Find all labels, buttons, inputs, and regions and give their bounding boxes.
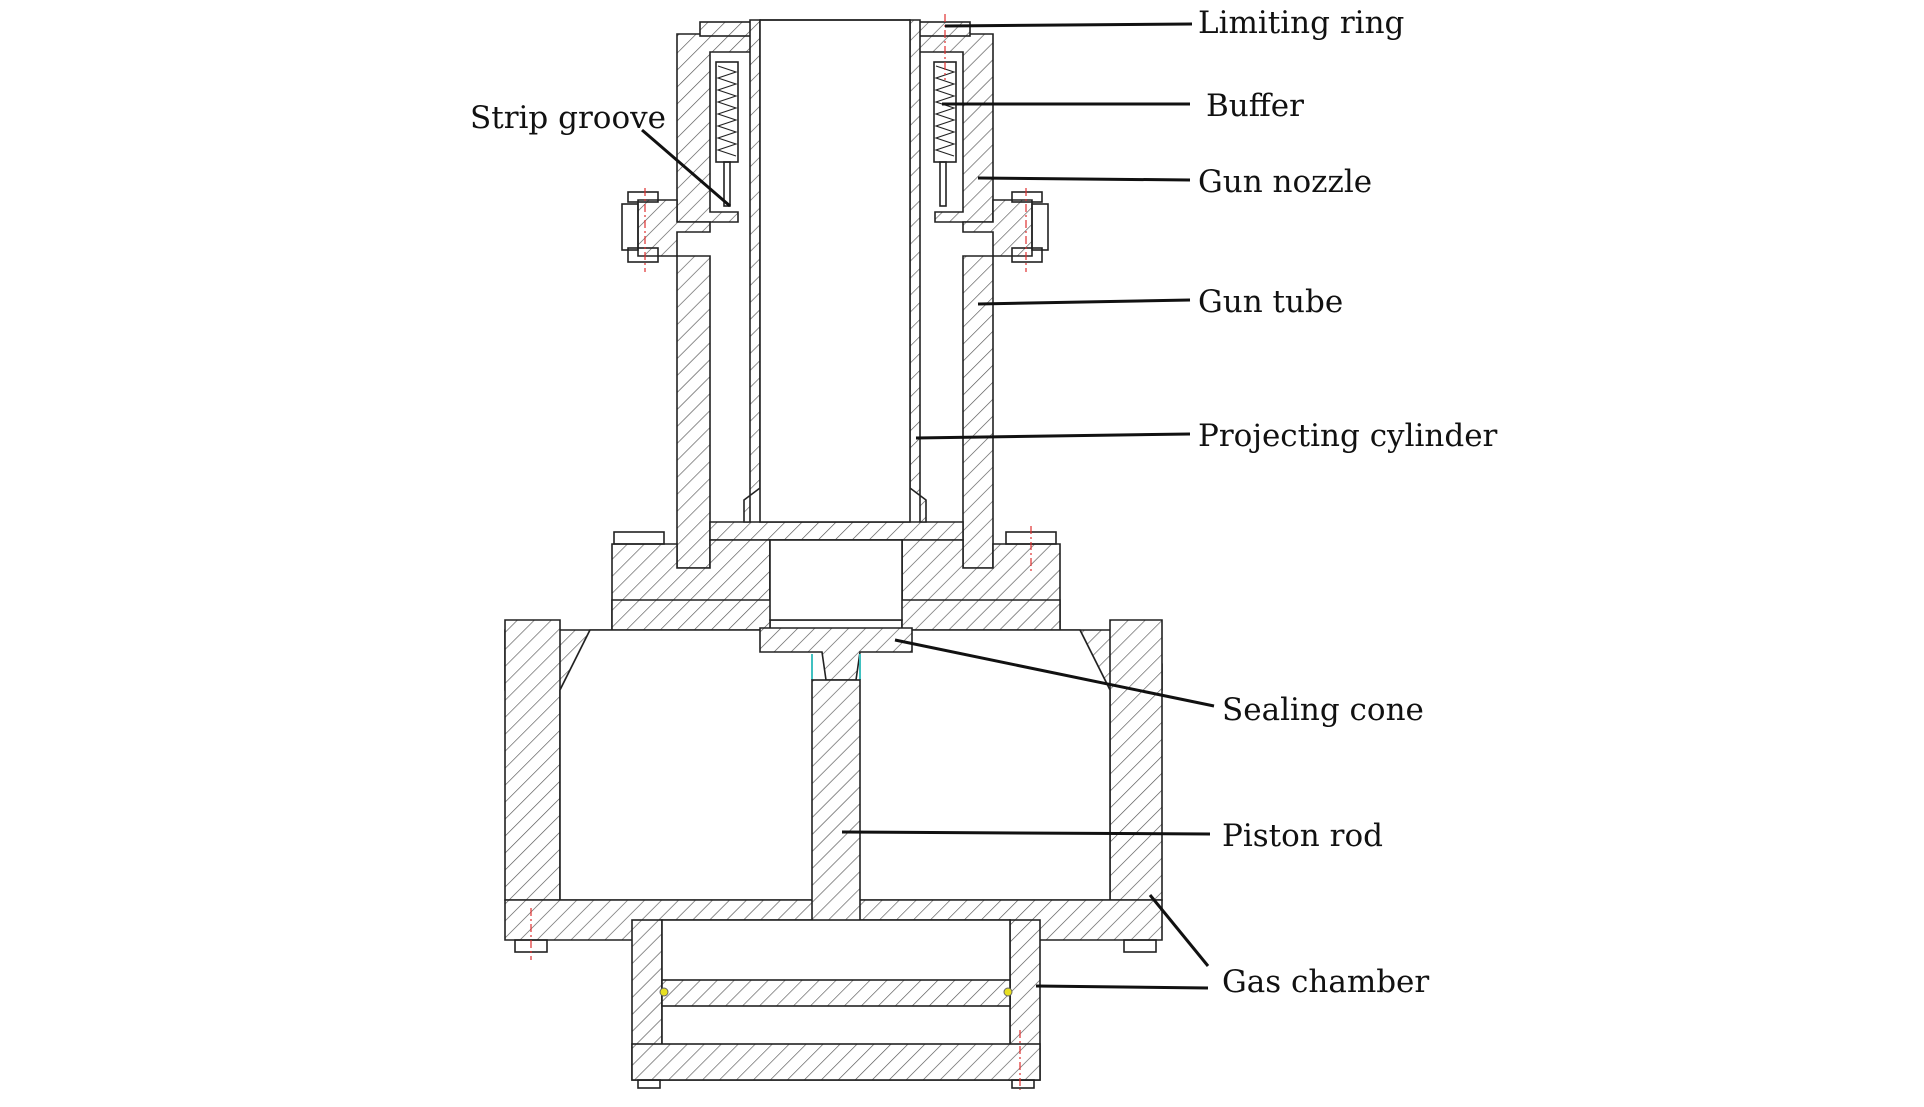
- buffer-left: [715, 61, 739, 207]
- label-gun-nozzle: Gun nozzle: [1198, 164, 1372, 200]
- projecting-cylinder: [743, 19, 927, 523]
- leader-projecting-cylinder: [915, 432, 1191, 440]
- leader-gas-chamber-lower: [1035, 984, 1209, 990]
- label-buffer: Buffer: [1206, 88, 1304, 124]
- leader-limiting-ring: [944, 22, 1193, 28]
- leader-piston-rod: [841, 830, 1211, 836]
- buffer-right: [933, 61, 957, 207]
- leader-gas-chamber-upper: [1148, 894, 1210, 967]
- label-strip-groove: Strip groove: [470, 100, 666, 136]
- leader-lines: [641, 22, 1215, 990]
- seal-marker-right: [1003, 987, 1013, 997]
- leader-sealing-cone: [894, 638, 1215, 708]
- leader-gun-nozzle: [977, 176, 1191, 182]
- labels: Limiting ring Buffer Strip groove Gun no…: [470, 5, 1498, 1000]
- seal-marker-left: [659, 987, 669, 997]
- label-gas-chamber: Gas chamber: [1222, 964, 1429, 1000]
- label-piston-rod: Piston rod: [1222, 818, 1383, 854]
- label-sealing-cone: Sealing cone: [1222, 692, 1424, 728]
- label-gun-tube: Gun tube: [1198, 284, 1343, 320]
- gun-nozzle: [676, 21, 994, 223]
- label-projecting-cylinder: Projecting cylinder: [1198, 418, 1498, 454]
- gun-tube: [676, 255, 994, 569]
- upper-flange: [621, 188, 1049, 272]
- leader-strip-groove: [641, 128, 731, 208]
- leader-gun-tube: [977, 298, 1191, 306]
- gas-chamber: [631, 919, 1041, 1090]
- label-limiting-ring: Limiting ring: [1198, 5, 1404, 41]
